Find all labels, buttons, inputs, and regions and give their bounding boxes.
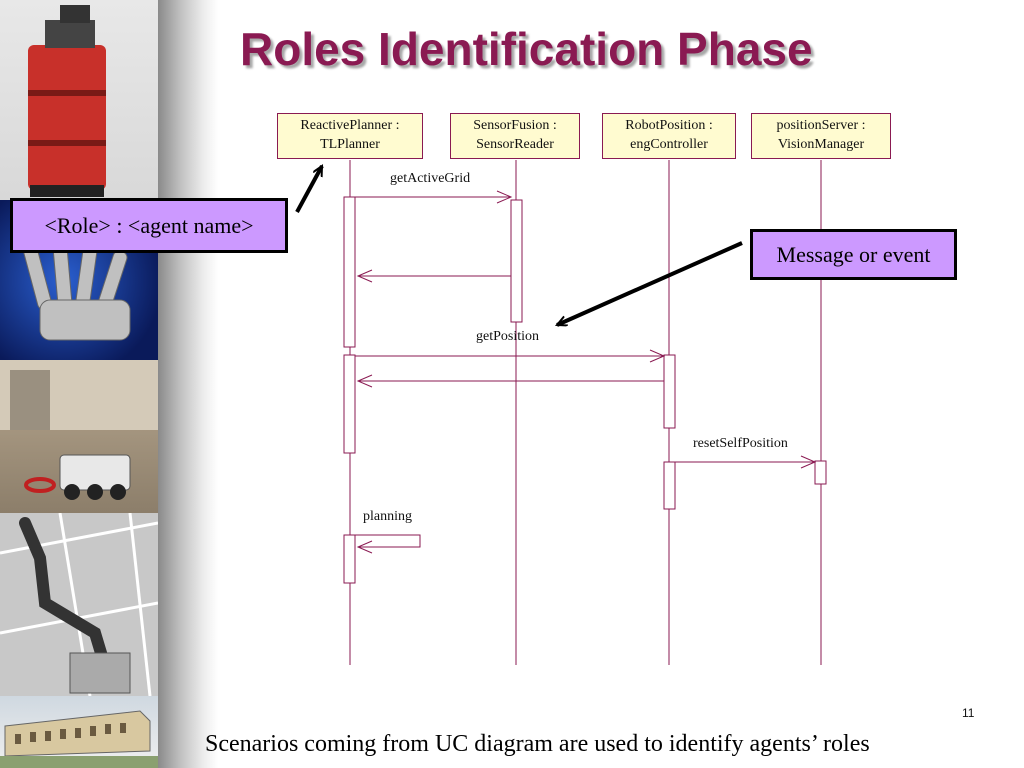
building-photo bbox=[0, 696, 158, 768]
lifeline-header-sensorfusion: SensorFusion : SensorReader bbox=[450, 113, 580, 159]
role-callout: <Role> : <agent name> bbox=[10, 198, 288, 253]
message-callout: Message or event bbox=[750, 229, 957, 280]
activation-bar bbox=[343, 196, 356, 348]
lab-robot-photo bbox=[0, 360, 158, 513]
slide-footer-text: Scenarios coming from UC diagram are use… bbox=[205, 731, 870, 757]
message-pointer-arrow bbox=[557, 241, 743, 327]
activation-bar bbox=[343, 534, 356, 584]
activation-bar bbox=[510, 199, 523, 323]
lifeline-header-reactiveplanner: ReactivePlanner : TLPlanner bbox=[277, 113, 423, 159]
activation-bar bbox=[663, 354, 676, 429]
message-label-planning: planning bbox=[363, 509, 412, 524]
robot-photo bbox=[0, 0, 158, 200]
role-pointer-arrow bbox=[295, 166, 324, 213]
activation-bar bbox=[343, 354, 356, 454]
activation-bar bbox=[663, 461, 676, 510]
photo-sidebar bbox=[0, 0, 158, 768]
message-label-getposition: getPosition bbox=[476, 329, 540, 344]
robot-arm-photo bbox=[0, 513, 158, 696]
message-arrow-planning bbox=[355, 534, 421, 548]
lifeline-header-positionserver: positionServer : VisionManager bbox=[751, 113, 891, 159]
page-number: 11 bbox=[962, 706, 975, 720]
activation-bar bbox=[814, 460, 827, 485]
lifeline-header-robotposition: RobotPosition : engController bbox=[602, 113, 736, 159]
slide-title: Roles Identification Phase bbox=[240, 23, 813, 75]
message-label-getactivegrid: getActiveGrid bbox=[390, 171, 471, 186]
message-label-resetselfposition: resetSelfPosition bbox=[693, 436, 788, 451]
sidebar-shadow bbox=[158, 0, 218, 768]
